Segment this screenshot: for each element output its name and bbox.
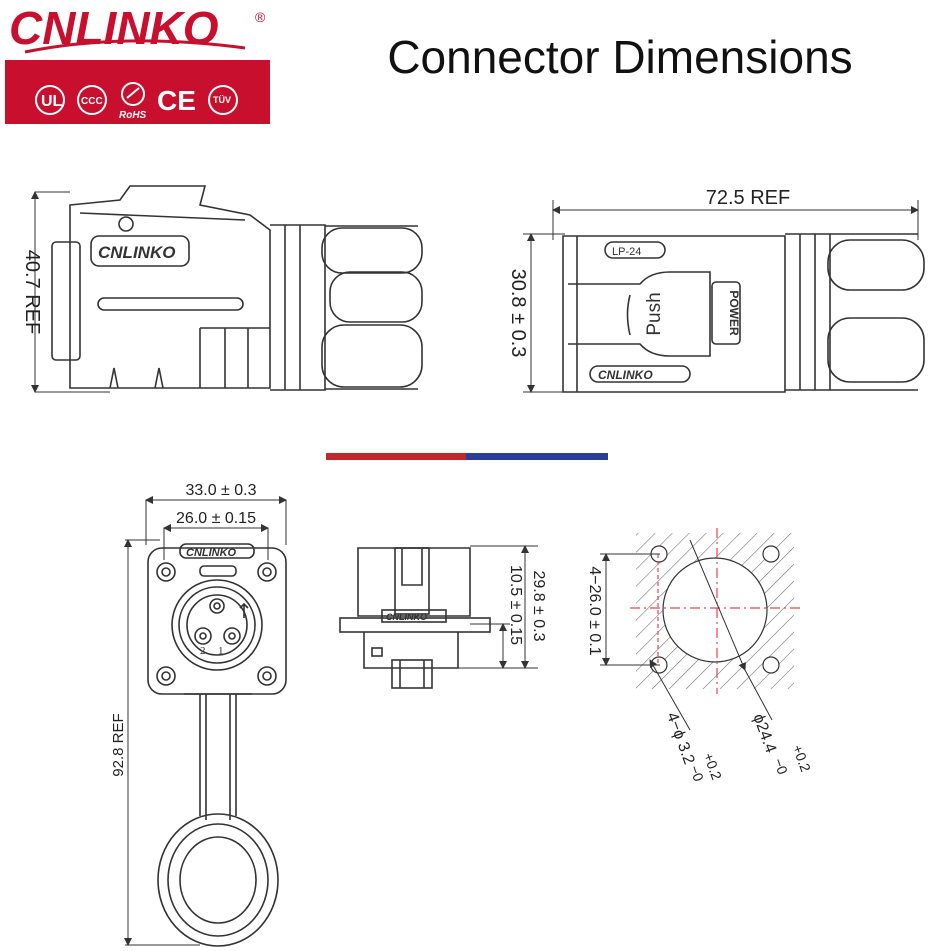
front-socket-brand-label: CNLINKO <box>186 547 237 559</box>
cutout-tol-upper: +0.2 <box>789 743 814 775</box>
ccc-cert-icon: CCC <box>77 85 107 115</box>
svg-text:CCC: CCC <box>81 96 103 107</box>
front-socket-view: CNLINKO 2 1 <box>124 496 287 947</box>
top-plug-push-label: Push <box>644 292 665 335</box>
side-socket-brand-label: CNLINKO <box>386 612 427 622</box>
pin-label-2: 2 <box>200 645 206 657</box>
top-plug-view: LP-24 Push POWER CNLINKO <box>523 200 925 393</box>
svg-text:CE: CE <box>157 85 196 116</box>
side-plug-height-dim: 40.7 REF <box>21 250 43 334</box>
svg-text:RoHS: RoHS <box>119 110 147 121</box>
cutout-hole-pitch-dim: 4−26.0 ± 0.1 <box>586 566 603 655</box>
top-plug-brand-label: CNLINKO <box>598 368 653 382</box>
cutout-hole-dia-dim: 4−ϕ 3.2 <box>663 710 697 767</box>
divider-red <box>326 453 466 460</box>
brand-logo: CNLINKO ® UL CCC RoHS CE TÜV <box>5 2 270 124</box>
top-plug-power-label: POWER <box>727 290 741 336</box>
top-plug-width-dim: 72.5 REF <box>706 187 790 209</box>
side-plug-view: CNLINKO <box>31 185 423 393</box>
side-plug-brand-label: CNLINKO <box>98 243 175 262</box>
page-title: Connector Dimensions <box>387 31 853 83</box>
rohs-cert-icon: RoHS <box>119 82 147 121</box>
top-plug-height-dim: 30.8 ± 0.3 <box>507 269 529 358</box>
logo-wordmark: CNLINKO <box>9 2 219 54</box>
tuv-cert-icon: TÜV <box>208 85 238 115</box>
pin-label-1: 1 <box>218 645 224 657</box>
registered-mark: ® <box>255 9 266 25</box>
cutout-hole-tol-lower: −0 <box>686 763 707 784</box>
side-socket-panel-height-dim: 10.5 ± 0.15 <box>507 565 524 645</box>
front-socket-length-dim: 92.8 REF <box>110 713 127 776</box>
ul-cert-icon: UL <box>35 85 65 115</box>
side-socket-total-height-dim: 29.8 ± 0.3 <box>530 570 547 641</box>
front-socket-hole-pitch-dim: 26.0 ± 0.15 <box>176 510 256 527</box>
cutout-tol-lower: −0 <box>770 756 791 777</box>
panel-cutout-view <box>600 528 804 731</box>
top-plug-model-label: LP-24 <box>612 246 641 258</box>
side-socket-view: CNLINKO <box>339 545 538 689</box>
cutout-dia-dim: ϕ24.4 <box>749 712 779 756</box>
svg-text:TÜV: TÜV <box>213 95 231 105</box>
divider-blue <box>466 453 608 460</box>
ce-cert-icon: CE <box>157 85 196 116</box>
svg-text:UL: UL <box>41 93 63 110</box>
front-socket-outer-width-dim: 33.0 ± 0.3 <box>185 482 256 499</box>
